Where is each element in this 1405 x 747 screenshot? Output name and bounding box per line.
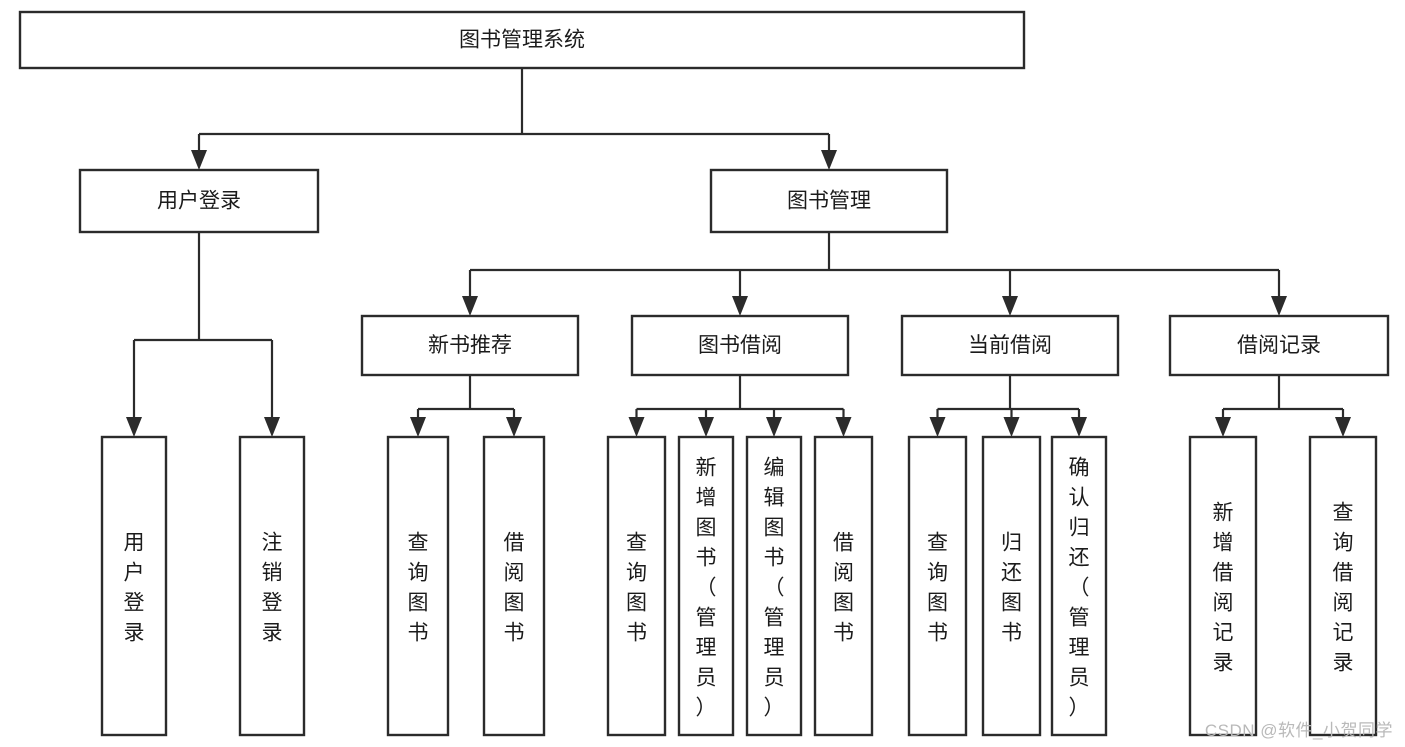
node-box-leaf-borrow-book-1 [482, 435, 546, 737]
node-label-leaf-query-book-1: 查询图书 [408, 531, 429, 644]
node-label-borrow-record: 借阅记录 [1237, 334, 1321, 357]
node-box-leaf-edit-book [745, 435, 803, 737]
node-leaf-query-book-1[interactable]: 查询图书 [386, 435, 450, 737]
node-book-borrow[interactable]: 图书借阅 [630, 314, 850, 377]
arrow-head-icon-bookmanage-0 [462, 296, 478, 316]
node-leaf-query-book-3[interactable]: 查询图书 [907, 435, 968, 737]
node-leaf-confirm-return[interactable]: 确认归还（管理员） [1050, 435, 1108, 737]
node-label-book-borrow: 图书借阅 [698, 334, 782, 357]
watermark-label: CSDN @软件_小贺同学 [1204, 721, 1393, 740]
node-box-leaf-query-book-3 [907, 435, 968, 737]
node-box-leaf-query-book-1 [386, 435, 450, 737]
arrow-head-icon-borrow-record-1 [1335, 417, 1351, 437]
node-leaf-borrow-book-1[interactable]: 借阅图书 [482, 435, 546, 737]
node-leaf-add-record[interactable]: 新增借阅记录 [1188, 435, 1258, 737]
node-borrow-record[interactable]: 借阅记录 [1168, 314, 1390, 377]
node-box-book-manage [709, 168, 949, 234]
node-label-leaf-query-book-2: 查询图书 [626, 531, 647, 644]
arrow-head-icon-book-borrow-2 [766, 417, 782, 437]
node-label-book-manage: 图书管理 [787, 190, 871, 213]
node-label-leaf-edit-book: 编辑图书（管理员） [764, 456, 785, 719]
arrow-head-icon-new-book-rec-1 [506, 417, 522, 437]
node-label-leaf-borrow-book-1: 借阅图书 [504, 531, 525, 644]
node-box-leaf-query-book-2 [606, 435, 667, 737]
node-box-leaf-return-book [981, 435, 1042, 737]
node-label-root: 图书管理系统 [459, 29, 585, 52]
arrow-head-icon-new-book-rec-0 [410, 417, 426, 437]
arrow-head-icon-current-borrow-0 [929, 417, 946, 437]
node-box-leaf-user-login [100, 435, 168, 737]
node-root[interactable]: 图书管理系统 [18, 10, 1026, 70]
node-box-leaf-query-record [1308, 435, 1378, 737]
arrow-head-icon-book-borrow-0 [628, 417, 645, 437]
arrow-head-icon-book-borrow-1 [698, 417, 714, 437]
node-box-book-borrow [630, 314, 850, 377]
node-box-user-login [78, 168, 320, 234]
node-label-leaf-user-logout: 注销登录 [262, 531, 283, 644]
arrow-head-icon-current-borrow-1 [1003, 417, 1020, 437]
node-leaf-edit-book[interactable]: 编辑图书（管理员） [745, 435, 803, 737]
node-current-borrow[interactable]: 当前借阅 [900, 314, 1120, 377]
node-box-new-book-rec [360, 314, 580, 377]
node-label-user-login: 用户登录 [157, 190, 241, 213]
arrow-head-icon-bookmanage-2 [1002, 296, 1018, 316]
node-label-leaf-add-book: 新增图书（管理员） [696, 456, 717, 719]
node-leaf-add-book[interactable]: 新增图书（管理员） [677, 435, 735, 737]
arrow-head-icon-bookmanage-1 [732, 296, 748, 316]
node-label-leaf-add-record: 新增借阅记录 [1213, 501, 1234, 674]
connector-group [126, 68, 1351, 437]
node-group: 图书管理系统用户登录图书管理新书推荐图书借阅当前借阅借阅记录用户登录注销登录查询… [18, 10, 1390, 737]
node-label-current-borrow: 当前借阅 [968, 334, 1052, 357]
node-leaf-return-book[interactable]: 归还图书 [981, 435, 1042, 737]
node-box-leaf-borrow-book-2 [813, 435, 874, 737]
node-label-leaf-user-login: 用户登录 [124, 531, 145, 644]
node-box-borrow-record [1168, 314, 1390, 377]
node-label-leaf-query-book-3: 查询图书 [927, 531, 948, 644]
node-new-book-rec[interactable]: 新书推荐 [360, 314, 580, 377]
arrow-head-icon-borrow-record-0 [1215, 417, 1231, 437]
node-book-manage[interactable]: 图书管理 [709, 168, 949, 234]
arrow-head-icon-root-0 [191, 150, 207, 170]
node-box-leaf-confirm-return [1050, 435, 1108, 737]
node-label-leaf-query-record: 查询借阅记录 [1333, 501, 1354, 674]
node-box-root [18, 10, 1026, 70]
node-leaf-user-logout[interactable]: 注销登录 [238, 435, 306, 737]
arrow-head-icon-book-borrow-3 [835, 417, 852, 437]
node-label-leaf-return-book: 归还图书 [1001, 531, 1022, 644]
arrow-head-icon-bookmanage-3 [1271, 296, 1287, 316]
node-leaf-query-record[interactable]: 查询借阅记录 [1308, 435, 1378, 737]
node-box-current-borrow [900, 314, 1120, 377]
node-leaf-borrow-book-2[interactable]: 借阅图书 [813, 435, 874, 737]
node-leaf-user-login[interactable]: 用户登录 [100, 435, 168, 737]
node-leaf-query-book-2[interactable]: 查询图书 [606, 435, 667, 737]
node-box-leaf-user-logout [238, 435, 306, 737]
arrow-head-icon-userlogin-1 [264, 417, 280, 437]
arrow-head-icon-current-borrow-2 [1071, 417, 1087, 437]
node-user-login[interactable]: 用户登录 [78, 168, 320, 234]
node-box-leaf-add-book [677, 435, 735, 737]
arrow-head-icon-root-1 [821, 150, 837, 170]
arrow-head-icon-userlogin-0 [126, 417, 142, 437]
node-label-new-book-rec: 新书推荐 [428, 334, 512, 357]
node-label-leaf-confirm-return: 确认归还（管理员） [1069, 456, 1090, 719]
node-label-leaf-borrow-book-2: 借阅图书 [833, 531, 854, 644]
node-box-leaf-add-record [1188, 435, 1258, 737]
